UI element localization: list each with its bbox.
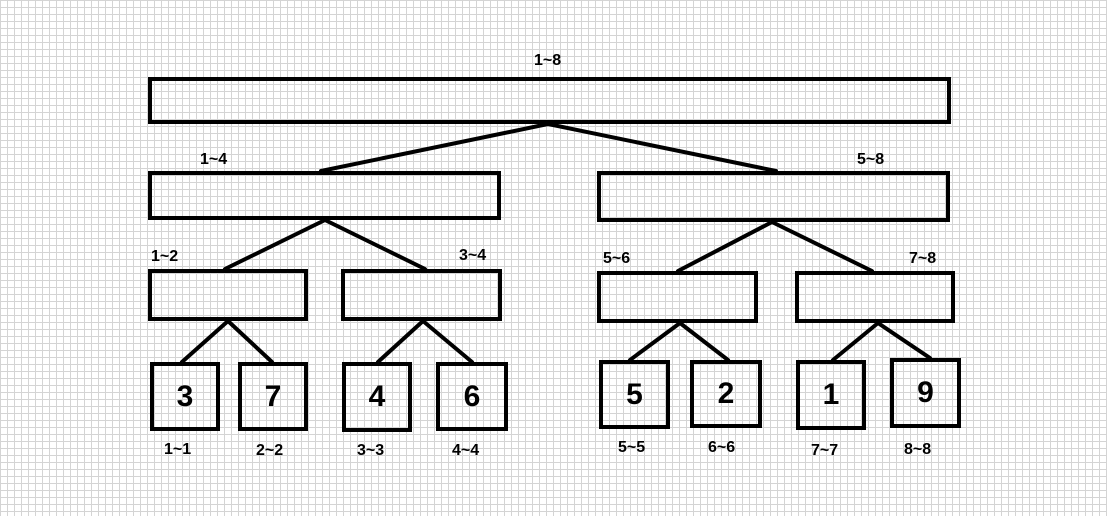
node-root-range: 1~8	[534, 52, 562, 69]
leaf-node: 2	[690, 360, 762, 428]
node-root	[148, 77, 951, 124]
node-3-4	[341, 269, 502, 321]
leaf-range: 5~5	[618, 439, 646, 456]
edge-1-4-left	[223, 218, 327, 271]
leaf-range: 1~1	[164, 441, 192, 458]
leaf-node: 1	[796, 360, 866, 430]
node-7-8-range: 7~8	[909, 250, 937, 267]
edge-5-8-right	[770, 220, 874, 273]
edge-7-8-right	[876, 321, 932, 360]
leaf-node: 4	[342, 362, 412, 432]
leaf-range: 3~3	[357, 442, 385, 459]
edge-3-4-left	[376, 319, 425, 364]
leaf-node: 7	[238, 362, 308, 431]
leaf-range: 2~2	[256, 442, 284, 459]
leaf-range: 4~4	[452, 442, 480, 459]
leaf-node: 3	[150, 362, 220, 431]
leaf-range: 8~8	[904, 441, 932, 458]
node-1-2-range: 1~2	[151, 248, 179, 265]
leaf-node: 6	[436, 362, 508, 431]
leaf-node: 5	[599, 360, 670, 429]
edge-1-4-right	[323, 218, 427, 271]
node-5-6-range: 5~6	[603, 250, 631, 267]
edge-5-6-right	[678, 321, 730, 362]
edge-5-8-left	[676, 220, 774, 273]
node-5-6	[597, 271, 758, 323]
leaf-node: 9	[890, 358, 961, 428]
edge-3-4-right	[421, 319, 474, 364]
node-7-8	[795, 271, 955, 323]
node-1-2	[148, 269, 308, 321]
edge-1-2-right	[226, 319, 274, 364]
node-5-8	[597, 171, 950, 222]
edge-root-right	[546, 122, 778, 173]
edge-root-left	[319, 122, 550, 173]
edge-5-6-left	[628, 321, 682, 362]
edge-1-2-left	[180, 319, 230, 364]
edge-7-8-left	[831, 321, 880, 362]
node-1-4-range: 1~4	[200, 151, 228, 168]
leaf-range: 6~6	[708, 439, 736, 456]
node-5-8-range: 5~8	[857, 151, 885, 168]
node-3-4-range: 3~4	[459, 247, 487, 264]
node-1-4	[148, 171, 501, 220]
leaf-range: 7~7	[811, 442, 839, 459]
